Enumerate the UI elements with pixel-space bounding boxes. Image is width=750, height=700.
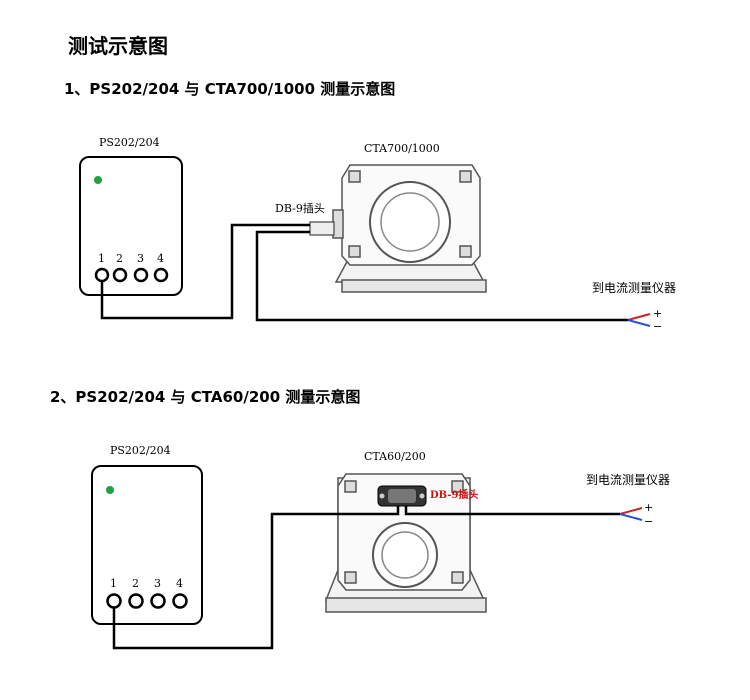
terminal-3-icon <box>133 267 149 283</box>
plus-sign-2: + <box>644 501 653 514</box>
connector-2-label: DB-9插头 <box>430 488 478 501</box>
destination-2-label: 到电流测量仪器 <box>586 473 670 487</box>
connector-1-label: DB-9插头 <box>275 201 325 215</box>
device-2-box <box>91 465 203 625</box>
db9-plug-2-icon <box>377 485 427 507</box>
terminal-2-label: 2 <box>132 577 139 590</box>
terminal-1-icon <box>94 267 110 283</box>
sensor-2-body <box>324 473 487 613</box>
terminal-1-icon <box>106 593 122 609</box>
plus-sign-1: + <box>653 307 662 320</box>
wire-1-plus <box>627 313 651 321</box>
terminal-2-label: 2 <box>116 252 123 265</box>
terminal-3-icon <box>150 593 166 609</box>
wire-2-terminal <box>112 506 400 650</box>
wire-2-plus <box>619 507 643 515</box>
wire-2-minus <box>619 513 643 521</box>
page-title: 测试示意图 <box>68 34 168 58</box>
section-1-heading: 1、PS202/204 与 CTA700/1000 测量示意图 <box>64 80 396 98</box>
destination-1-label: 到电流测量仪器 <box>592 281 676 295</box>
minus-sign-1: − <box>653 320 662 333</box>
sensor-2-label: CTA60/200 <box>364 450 426 463</box>
sensor-1-body <box>332 164 487 293</box>
diagram-1: PS202/204 1 2 3 4 CTA700/1000 DB-9插头 <box>79 136 676 333</box>
terminal-1-label: 1 <box>98 252 105 265</box>
led-indicator-icon <box>106 486 114 494</box>
terminal-2-icon <box>112 267 128 283</box>
device-1-label: PS202/204 <box>99 136 160 149</box>
terminal-4-label: 4 <box>157 252 164 265</box>
terminal-2-icon <box>128 593 144 609</box>
device-1-box <box>79 156 183 296</box>
section-2-heading: 2、PS202/204 与 CTA60/200 测量示意图 <box>50 388 361 406</box>
terminal-3-label: 3 <box>154 577 161 590</box>
wire-2-output <box>404 506 620 516</box>
wire-1-minus <box>627 319 651 327</box>
device-2-label: PS202/204 <box>110 444 171 457</box>
terminal-4-icon <box>172 593 188 609</box>
terminal-3-label: 3 <box>137 252 144 265</box>
terminal-4-icon <box>153 267 169 283</box>
terminal-4-label: 4 <box>176 577 183 590</box>
minus-sign-2: − <box>644 515 653 528</box>
terminal-1-label: 1 <box>110 577 117 590</box>
wire-1-terminal <box>100 223 310 320</box>
led-indicator-icon <box>94 176 102 184</box>
wire-1-output <box>255 230 628 322</box>
sensor-1-label: CTA700/1000 <box>364 142 440 155</box>
db9-plug-1-icon <box>309 221 335 236</box>
diagram-2: PS202/204 1 2 3 4 CTA60/200 <box>91 444 670 650</box>
